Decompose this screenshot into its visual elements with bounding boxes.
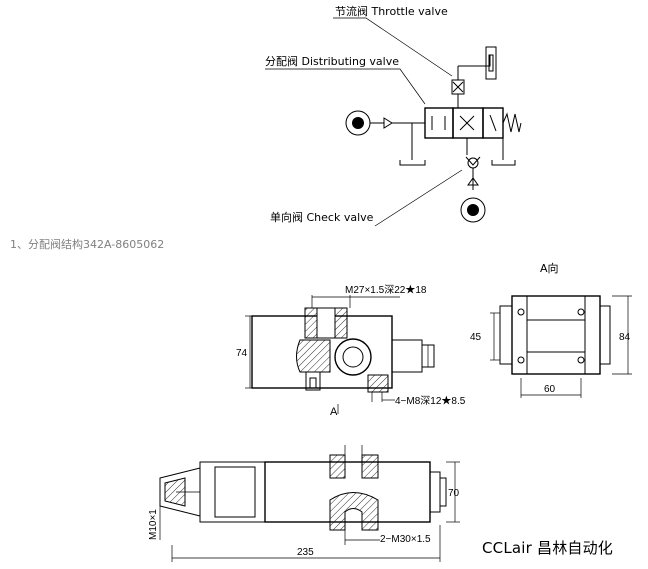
throttle-valve-label: 节流阀 Throttle valve [335,4,448,18]
dim-top-thread: M27×1.5深22★18 [345,284,427,296]
dim-74: 74 [236,348,248,359]
check-valve-label: 单向阀 Check valve [270,210,374,224]
dim-45: 45 [470,332,482,343]
dim-m30: 2−M30×1.5 [380,534,431,545]
brand-watermark: CCLair 昌林自动化 [482,539,613,557]
side-view-a: A向 45 84 60 [470,261,632,398]
dim-84: 84 [619,332,631,343]
schematic: 节流阀 Throttle valve 分配阀 Distributing valv… [265,4,522,227]
front-view: 74 M27×1.5深22★18 4−M8深12★8.5 A [236,284,466,418]
dim-60: 60 [544,384,556,395]
check-valve-symbol [460,138,516,223]
view-label-a: A [330,406,338,418]
dim-235: 235 [297,547,314,558]
dim-m10: M10×1 [148,509,159,540]
dim-70: 70 [448,488,460,499]
distributing-valve-symbol [424,107,522,139]
dim-holes: 4−M8深12★8.5 [395,395,466,407]
throttle-valve-symbol [451,46,497,108]
pump-left-symbol [345,110,425,136]
figure-caption: 1、分配阀结构342A-8605062 [10,238,165,251]
section-label: A向 [540,261,559,275]
bottom-view: 70 M10×1 2−M30×1.5 235 [148,445,460,562]
distributing-valve-label: 分配阀 Distributing valve [265,54,399,68]
